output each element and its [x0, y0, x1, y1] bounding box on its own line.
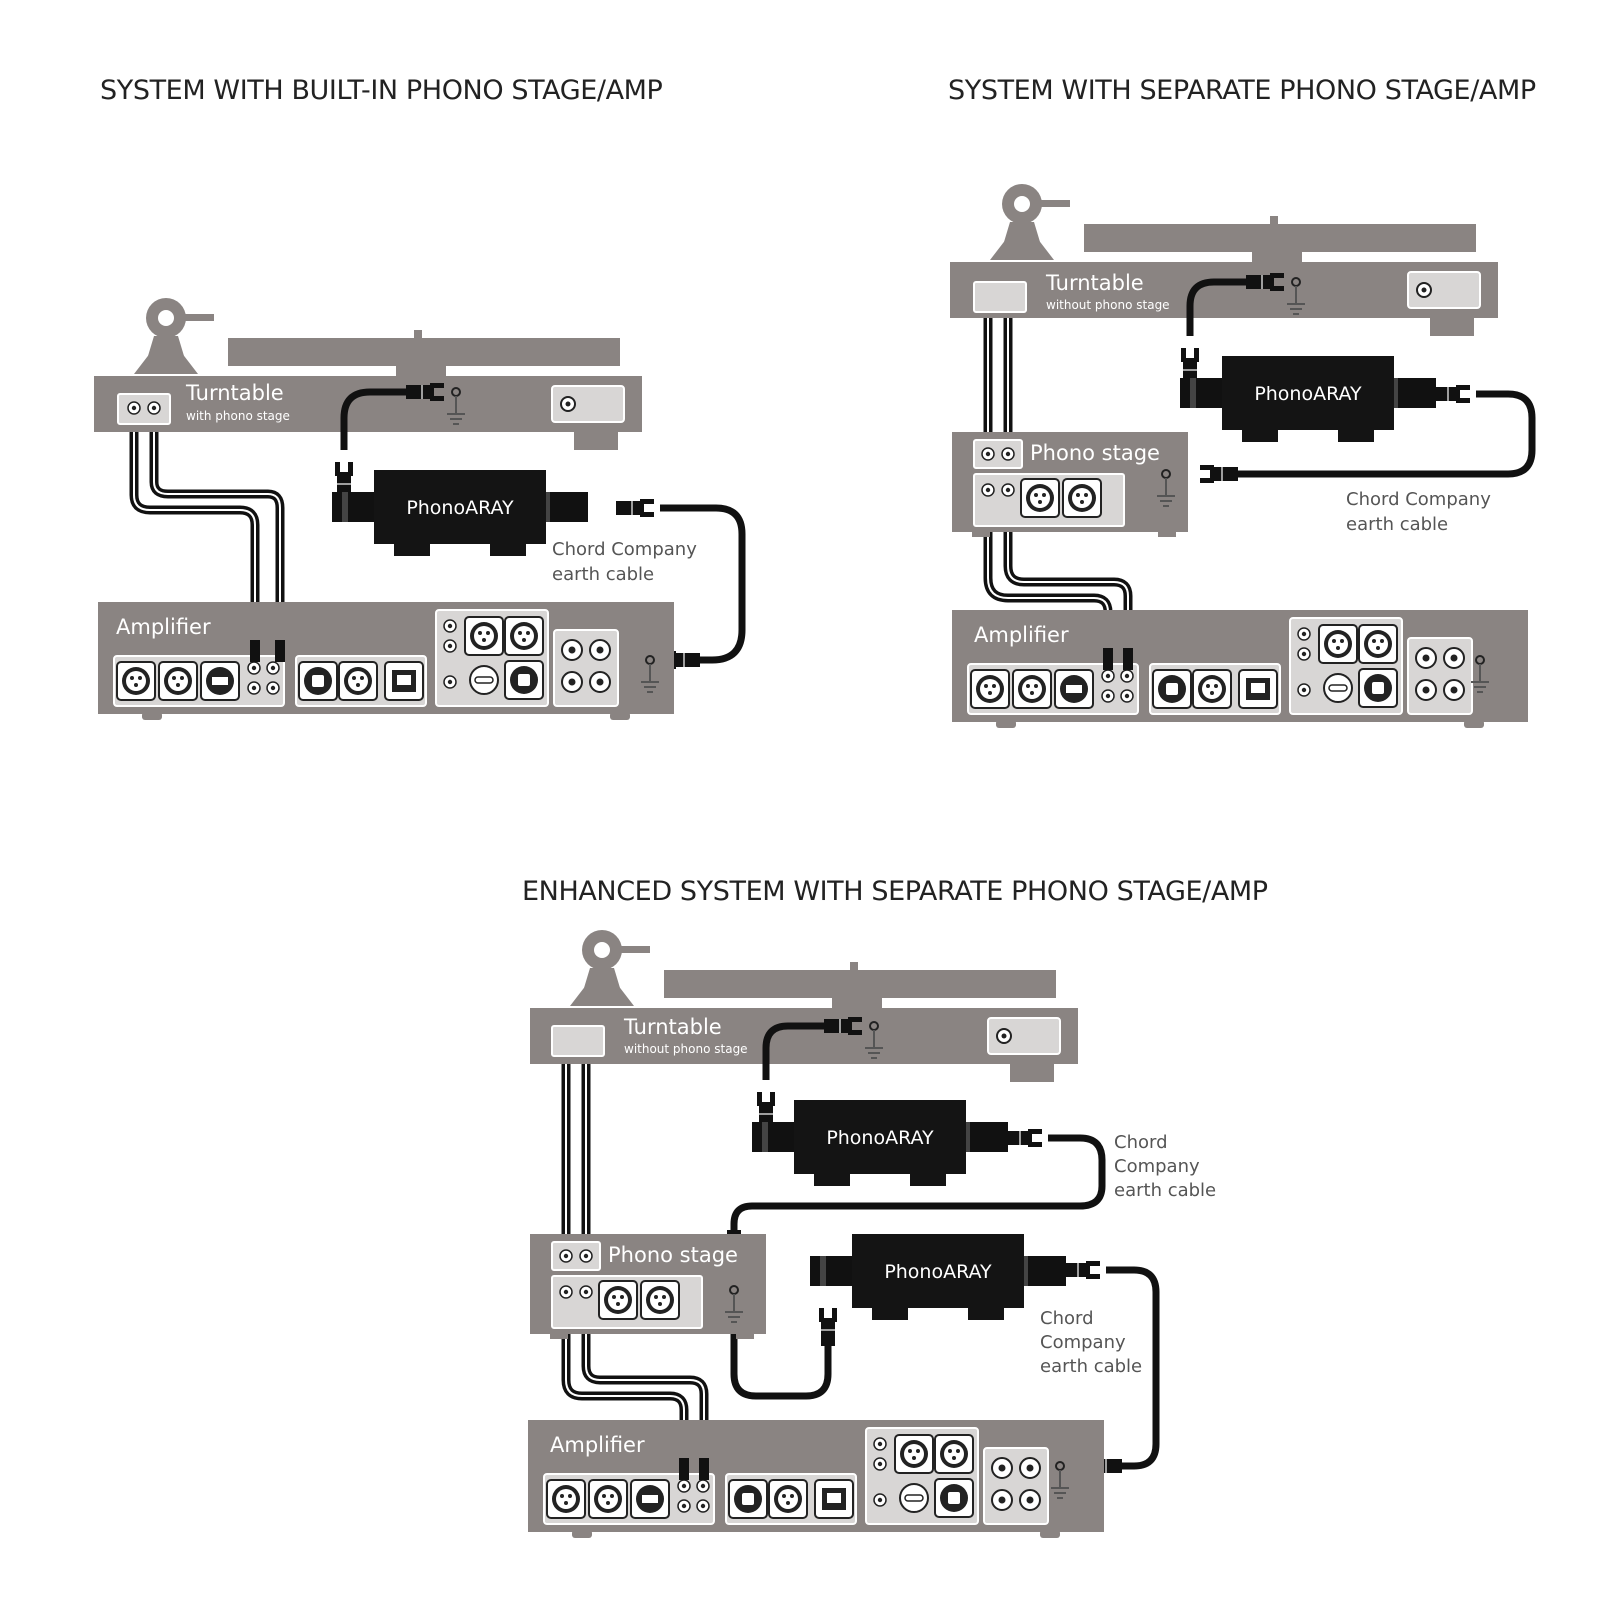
- amplifier-label: Amplifier: [974, 623, 1069, 647]
- phono-stage-label: Phono stage: [608, 1243, 738, 1267]
- phonoaray-label: PhonoARAY: [884, 1261, 992, 1283]
- earth-cable-label: earth cable: [1114, 1180, 1216, 1201]
- earth-cable-label: Chord Company: [552, 539, 697, 560]
- earth-cable-label: Chord: [1040, 1308, 1094, 1329]
- diagram-separate: Turntable without phono stage PhonoARAY …: [949, 183, 1536, 728]
- phonoaray-label: PhonoARAY: [826, 1127, 934, 1149]
- title-built-in: SYSTEM WITH BUILT-IN PHONO STAGE/AMP: [100, 75, 663, 106]
- title-separate: SYSTEM WITH SEPARATE PHONO STAGE/AMP: [948, 75, 1536, 106]
- phonoaray-label: PhonoARAY: [406, 497, 514, 519]
- earth-cable-label: earth cable: [1040, 1356, 1142, 1377]
- diagram-enhanced: Turntable without phono stage PhonoARAY …: [528, 929, 1216, 1538]
- turntable-label: Turntable: [1045, 271, 1144, 295]
- turntable-sublabel: with phono stage: [186, 409, 290, 423]
- turntable-device: [949, 183, 1499, 337]
- turntable-label: Turntable: [185, 381, 284, 405]
- turntable-device: [529, 929, 1079, 1083]
- earth-cable-label: Chord Company: [1346, 489, 1491, 510]
- amplifier-label: Amplifier: [550, 1433, 645, 1457]
- turntable-sublabel: without phono stage: [1046, 298, 1170, 312]
- earth-cable-label: earth cable: [1346, 514, 1448, 535]
- phonoaray-label: PhonoARAY: [1254, 383, 1362, 405]
- earth-cable-label: Company: [1040, 1332, 1126, 1353]
- turntable-label: Turntable: [623, 1015, 722, 1039]
- turntable-sublabel: without phono stage: [624, 1042, 748, 1056]
- title-enhanced: ENHANCED SYSTEM WITH SEPARATE PHONO STAG…: [522, 876, 1268, 907]
- diagram-built-in: Turntable with phono stage PhonoARAY Cho…: [93, 297, 746, 720]
- earth-cable-label: Chord: [1114, 1132, 1168, 1153]
- earth-cable-label: earth cable: [552, 564, 654, 585]
- turntable-device: [93, 297, 643, 451]
- earth-cable-label: Company: [1114, 1156, 1200, 1177]
- amplifier-label: Amplifier: [116, 615, 211, 639]
- phono-stage-label: Phono stage: [1030, 441, 1160, 465]
